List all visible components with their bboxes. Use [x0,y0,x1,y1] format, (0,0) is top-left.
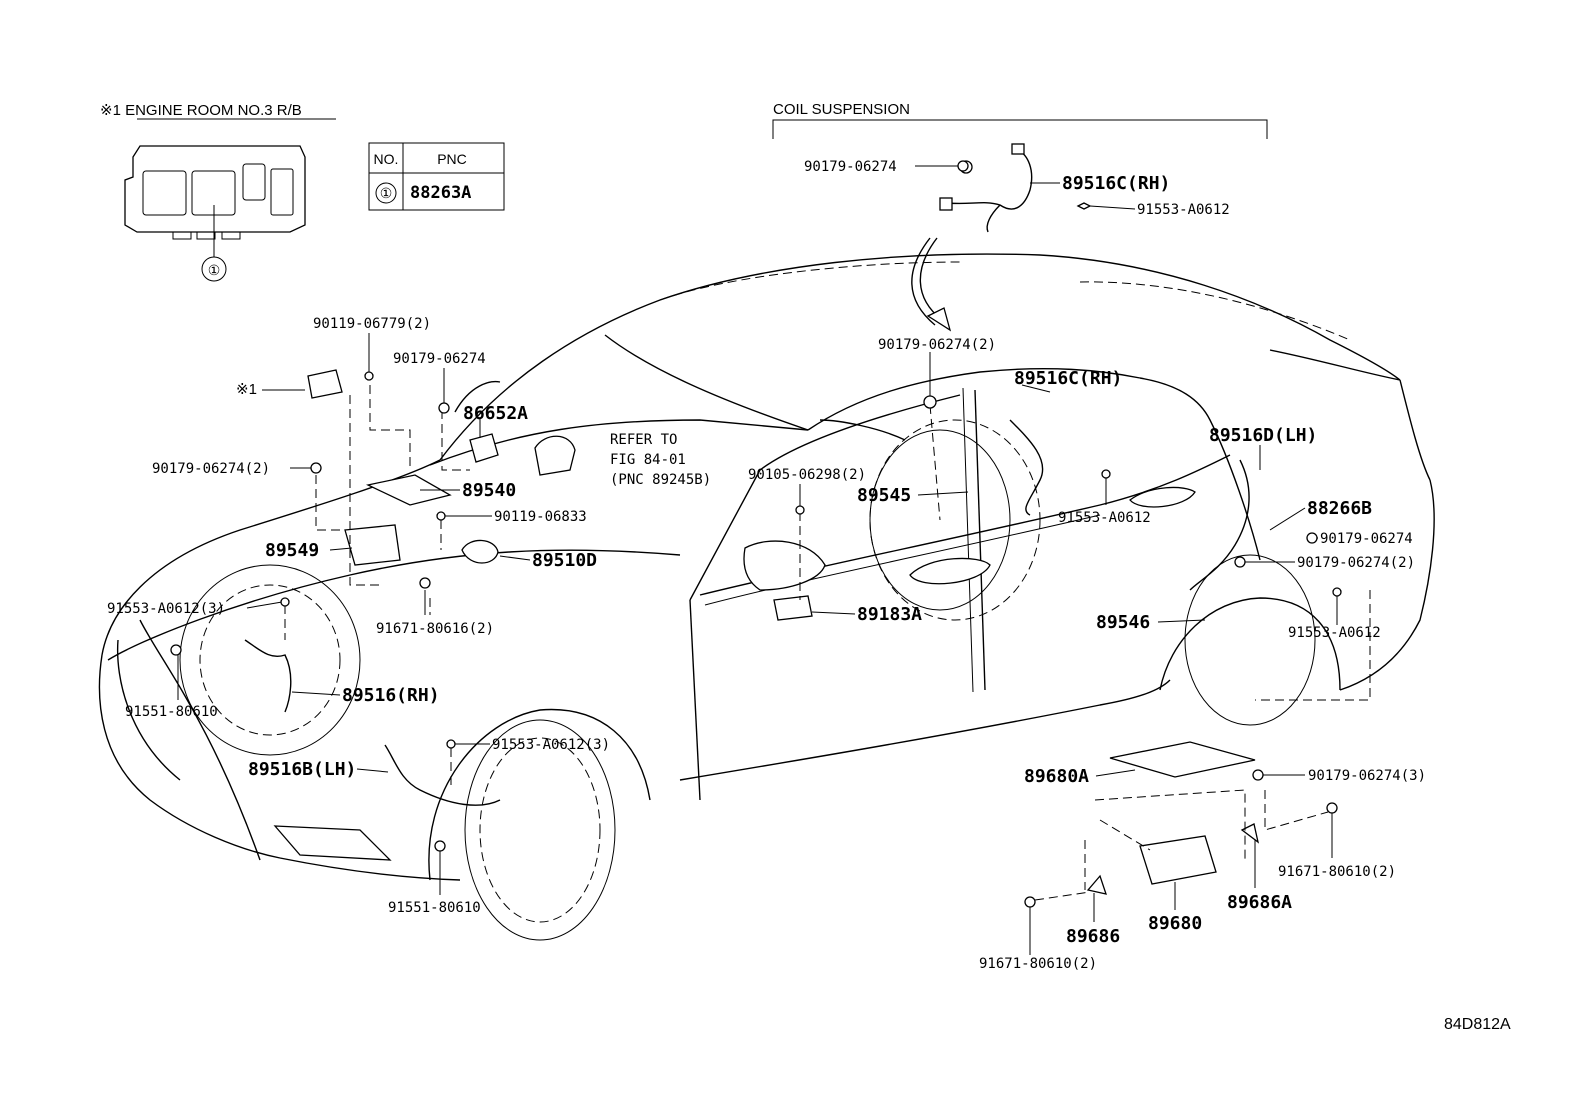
label-l31: 89680A [1024,766,1089,787]
label-l12: 91553-A0612(3) [107,601,225,617]
bracket-89686a-illustration [1240,823,1260,844]
label-l03: 91553-A0612 [1137,202,1230,218]
part-illustrations [244,369,1260,895]
label-l14: 91551-80610 [125,704,218,720]
label-l37: 91671-80610(2) [979,956,1097,972]
label-l25: 88266B [1307,498,1372,519]
relay-block-illustration [124,145,306,233]
label-l10: 89549 [265,540,319,561]
label-l02: 89516C(RH) [1062,173,1170,194]
label-l35: 89686 [1066,926,1120,947]
harness-89516-illustration [244,639,292,713]
fastener-markers [170,160,1342,908]
pointer-arrow [911,237,936,326]
refer-line3: (PNC 89245B) [610,472,711,488]
label-l26: 90179-06274 [1320,531,1413,547]
label-l17: 91553-A0612(3) [492,737,610,753]
pnc-table-header-pnc: PNC [437,151,467,167]
label-l18: 91551-80610 [388,900,481,916]
car-body [98,253,1435,941]
coil-suspension-title: COIL SUSPENSION [773,101,910,118]
bracket-89540-illustration [365,474,452,506]
label-l16: 89516B(LH) [248,759,356,780]
label-l34: 89686A [1227,892,1292,913]
sensor-86652a-illustration [469,433,499,463]
cover-89680a-illustration [1109,741,1256,778]
harness-89516d-illustration [1189,459,1250,591]
callout-circle [201,256,227,282]
label-l04: 90119-06779(2) [313,316,431,332]
refer-line2: FIG 84-01 [610,452,686,468]
bracket-89549-illustration [344,524,401,566]
label-l32: 90179-06274(3) [1308,768,1426,784]
harness-illustration [947,149,1033,210]
figure-id: 84D812A [1444,1016,1511,1033]
engine-room-inset: ※1 ENGINE ROOM NO.3 R/B ① [100,102,336,282]
pnc-table-header-no: NO. [374,151,399,167]
sensor-89183a-illustration [773,595,813,621]
label-l24: 89516D(LH) [1209,425,1317,446]
relay-small-illustration [307,369,343,399]
sensor-89510d-illustration [461,539,499,564]
label-l30: 91553-A0612 [1288,625,1381,641]
label-l23: 91553-A0612 [1058,510,1151,526]
clockspring-illustration [534,435,576,476]
label-l06: 86652A [463,403,528,424]
inset-callout: ① [208,262,221,278]
label-l15: 89516(RH) [342,685,440,706]
marker-label: ※1 [236,381,257,398]
bracket-89686-illustration [1086,874,1107,895]
harness-89516c-in-car [1009,419,1044,516]
label-l22: 89545 [857,485,911,506]
label-l29: 89546 [1096,612,1150,633]
pnc-table: NO. PNC ① 88263A [368,142,505,211]
label-l05: 90179-06274 [393,351,486,367]
label-l20: 89516C(RH) [1014,368,1122,389]
refer-line1: REFER TO [610,432,677,448]
label-l11: 89510D [532,550,597,571]
label-l01: 90179-06274 [804,159,897,175]
label-l21: 90105-06298(2) [748,467,866,483]
label-l33: 91671-80610(2) [1278,864,1396,880]
label-l09: 90119-06833 [494,509,587,525]
harness-89516b-illustration [384,744,501,806]
inset-title: ※1 ENGINE ROOM NO.3 R/B [100,102,302,119]
leader-lines [177,165,1338,955]
label-l28: 89183A [857,604,922,625]
pnc-table-row-pnc: 88263A [410,183,471,203]
label-l07: 90179-06274(2) [152,461,270,477]
label-l08: 89540 [462,480,516,501]
pnc-table-row-no: ① [380,185,393,201]
label-l36: 89680 [1148,913,1202,934]
label-l27: 90179-06274(2) [1297,555,1415,571]
dashed-leaders [284,385,1371,901]
label-l19: 90179-06274(2) [878,337,996,353]
ecu-89680-illustration [1139,835,1217,885]
label-l13: 91671-80616(2) [376,621,494,637]
